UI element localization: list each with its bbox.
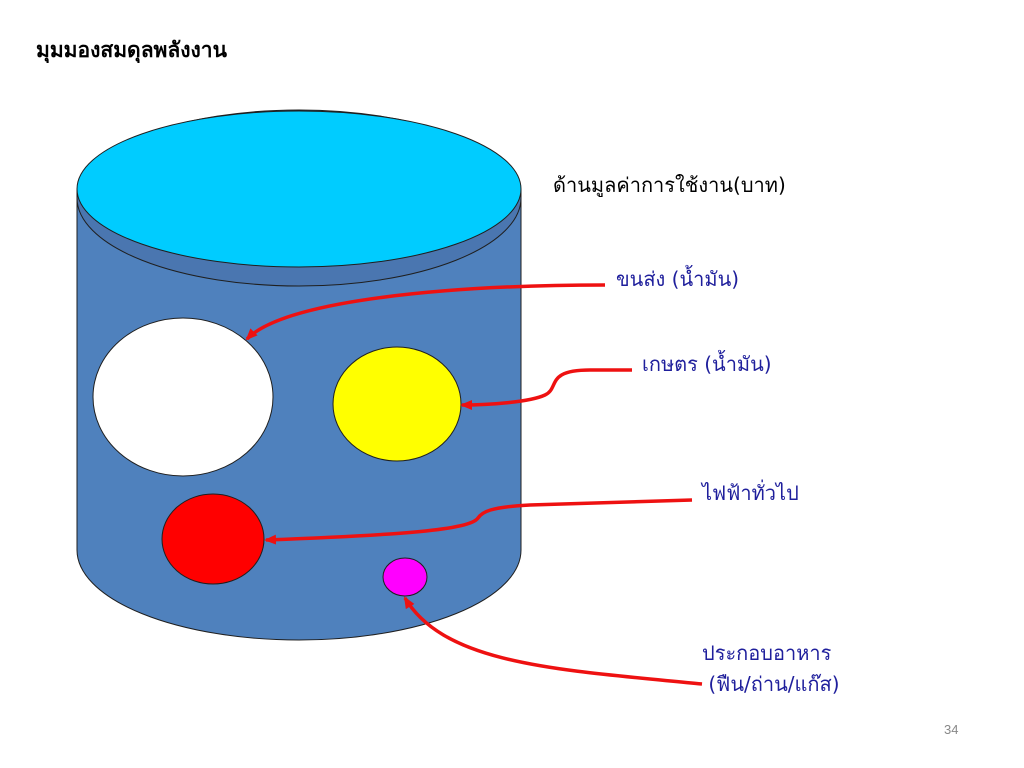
transport-arrow <box>245 283 606 341</box>
cooking-circle <box>382 557 428 597</box>
transport-circle <box>92 317 274 477</box>
cooking-label-line1: ประกอบอาหาร <box>702 641 832 665</box>
agriculture-label: เกษตร (น้ำมัน) <box>642 352 772 376</box>
electricity-arrow <box>264 498 693 545</box>
cooking-arrow <box>403 596 703 686</box>
cooking-label-line2: (ฟืน/ถ่าน/แก๊ส) <box>702 672 840 696</box>
page-number: 34 <box>944 722 959 737</box>
electricity-label: ไฟฟ้าทั่วไป <box>702 481 799 505</box>
electricity-circle <box>161 493 265 585</box>
cylinder-caption: ด้านมูลค่าการใช้งาน(บาท) <box>553 173 786 197</box>
cylinder-top <box>76 110 522 268</box>
agriculture-arrow <box>460 368 632 410</box>
slide-title: มุมมองสมดุลพลังงาน <box>36 38 227 62</box>
transport-label: ขนส่ง (น้ำมัน) <box>616 267 740 291</box>
agriculture-circle <box>332 346 462 462</box>
